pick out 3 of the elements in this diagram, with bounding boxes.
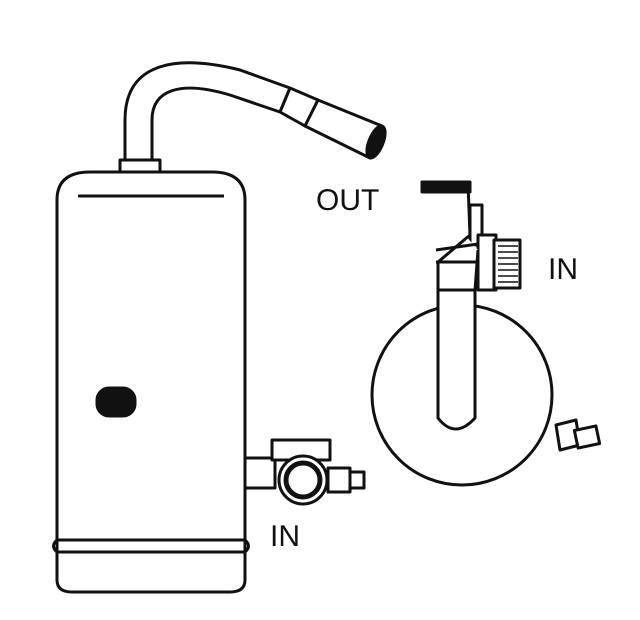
port-label: OUT [316, 186, 380, 216]
port-label: IN [270, 522, 300, 552]
port-label: IN [548, 255, 578, 285]
